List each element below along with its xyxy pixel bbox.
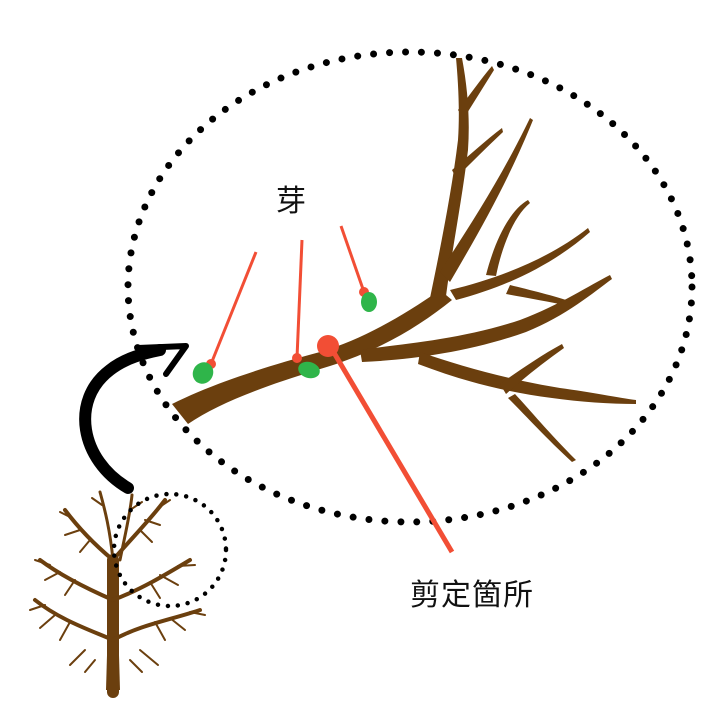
bud-icon <box>361 292 377 312</box>
buds <box>192 292 377 384</box>
bud-label: 芽 <box>276 184 306 219</box>
curved-arrow-icon <box>79 343 189 494</box>
pruning-marker <box>317 335 455 554</box>
selected-area-circle <box>111 491 229 609</box>
pruning-point-label: 剪定箇所 <box>410 578 534 613</box>
bud-pointers <box>206 225 369 369</box>
magnified-branch <box>172 58 636 462</box>
bud-icon <box>298 361 320 379</box>
tree-icon <box>29 490 206 698</box>
bud-icon <box>192 362 214 384</box>
magnified-view-circle <box>124 48 696 526</box>
